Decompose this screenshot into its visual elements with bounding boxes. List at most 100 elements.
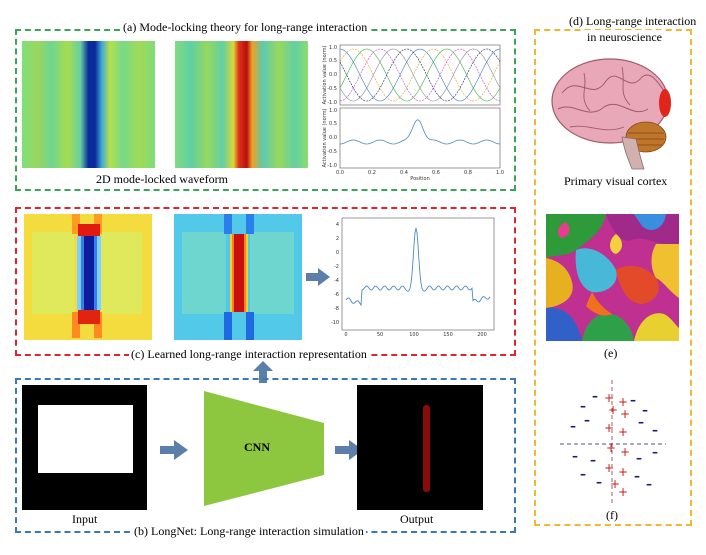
tick-label: 0.2 xyxy=(368,170,376,176)
tick-label: 1.0 xyxy=(496,170,504,176)
panel-a-title: (a) Mode-locking theory for long-range i… xyxy=(121,20,370,35)
sinusoid-line xyxy=(339,48,501,102)
learned-profile-xticks: 0 50 100 150 200 xyxy=(344,332,486,338)
output-label: Output xyxy=(400,512,434,526)
waveform-heatmap-red xyxy=(175,41,308,168)
tick-label: 0.0 xyxy=(329,72,337,78)
tick-label: -1.0 xyxy=(327,163,337,169)
mode-locked-plot-frame xyxy=(339,107,501,169)
minus-mark: – xyxy=(652,445,658,459)
tick-label: 0.4 xyxy=(400,170,408,176)
e-label: (e) xyxy=(604,346,618,360)
mode-locked-xticks: 0.0 0.2 0.4 0.6 0.8 1.0 xyxy=(336,170,504,176)
tick-label: 0.5 xyxy=(329,58,337,64)
tick-label: 100 xyxy=(409,332,419,338)
plus-mark: + xyxy=(620,407,630,421)
cnn-block xyxy=(204,391,324,506)
learned-profile-plot: 4 2 0 -2 -4 -6 -8 -10 0 50 100 150 200 xyxy=(331,217,495,338)
mode-locked-yticks: 1.0 0.5 0.0 -0.5 -1.0 xyxy=(327,108,337,169)
f-label: (f) xyxy=(606,508,618,522)
plus-mark: + xyxy=(618,485,628,499)
sinusoid-lines xyxy=(339,48,501,102)
sinusoid-plot-frame xyxy=(339,44,501,106)
sinusoid-line xyxy=(339,48,501,102)
learned-profile-line xyxy=(345,227,491,307)
tick-label: -0.5 xyxy=(327,149,337,155)
minus-mark: – xyxy=(638,415,644,429)
tick-label: 200 xyxy=(477,332,487,338)
arrow-right-icon xyxy=(306,268,330,286)
tick-label: 150 xyxy=(443,332,453,338)
tick-label: -8 xyxy=(334,306,339,312)
orientation-map xyxy=(546,214,679,341)
minus-mark: – xyxy=(580,399,586,413)
minus-mark: – xyxy=(646,477,652,491)
tick-label: -10 xyxy=(331,320,339,326)
minus-mark: – xyxy=(590,453,596,467)
cnn-label: CNN xyxy=(244,440,270,454)
tick-label: -0.5 xyxy=(327,86,337,92)
minus-mark: – xyxy=(642,403,648,417)
tick-label: 1.0 xyxy=(329,45,337,51)
tick-label: 0.6 xyxy=(432,170,440,176)
mode-locked-plot: 1.0 0.5 0.0 -0.5 -1.0 0.0 0.2 0.4 0.6 0.… xyxy=(322,107,504,182)
minus-mark: – xyxy=(652,423,658,437)
mode-locked-line xyxy=(339,119,501,145)
minus-mark: – xyxy=(584,413,590,427)
sinusoid-ylabel: Activation value (norm) xyxy=(322,46,328,105)
interaction-marks: ++++++++++++–––––––––––––––– xyxy=(570,389,658,499)
minus-mark: – xyxy=(596,475,602,489)
sinusoid-plot: 1.0 0.5 0.0 -0.5 -1.0 Activation value (… xyxy=(322,44,501,106)
output-red-bar xyxy=(423,405,430,492)
tick-label: 0 xyxy=(344,332,347,338)
tick-label: -1.0 xyxy=(327,100,337,106)
sinusoid-line xyxy=(339,48,501,102)
panel-a-caption: 2D mode-locked waveform xyxy=(96,172,228,186)
tick-label: 4 xyxy=(336,222,339,228)
plus-mark: + xyxy=(608,403,618,417)
visual-cortex-label: Primary visual cortex xyxy=(564,174,668,188)
tick-label: -2 xyxy=(334,264,339,270)
minus-mark: – xyxy=(630,393,636,407)
minus-mark: – xyxy=(636,451,642,465)
tick-label: 0 xyxy=(336,250,339,256)
tick-label: 50 xyxy=(377,332,383,338)
input-image xyxy=(22,385,147,510)
interaction-pattern: ++++++++++++–––––––––––––––– xyxy=(560,380,666,504)
plus-mark: + xyxy=(604,421,614,435)
waveform-heatmap-blue xyxy=(22,41,155,168)
learned-map-cyan xyxy=(174,214,302,340)
learned-profile-yticks: 4 2 0 -2 -4 -6 -8 -10 xyxy=(331,222,339,326)
tick-label: 0.0 xyxy=(336,170,344,176)
plus-mark: + xyxy=(618,425,628,439)
input-white-square xyxy=(38,405,133,473)
panel-d-title-line1: (d) Long-range interaction xyxy=(567,14,699,29)
minus-mark: – xyxy=(572,449,578,463)
tick-label: 2 xyxy=(336,236,339,242)
input-label: Input xyxy=(72,512,98,526)
arrow-right-icon xyxy=(160,440,188,460)
plus-mark: + xyxy=(604,461,614,475)
brain-illustration xyxy=(551,58,671,170)
mode-locked-xlabel: Position xyxy=(410,176,429,182)
minus-mark: – xyxy=(634,469,640,483)
plus-mark: + xyxy=(618,465,628,479)
output-image xyxy=(357,385,483,510)
tick-label: -4 xyxy=(334,278,339,284)
learned-profile-frame xyxy=(341,217,495,331)
plus-mark: + xyxy=(604,391,614,405)
tick-label: 0.8 xyxy=(464,170,472,176)
arrow-up-icon xyxy=(253,361,273,383)
tick-label: -6 xyxy=(334,292,339,298)
learned-map-yellow xyxy=(24,214,152,340)
tick-label: 1.0 xyxy=(329,108,337,114)
panel-d-title-line2: in neuroscience xyxy=(585,30,664,45)
panel-b-title: (b) LongNet: Long-range interaction simu… xyxy=(132,524,366,539)
minus-mark: – xyxy=(592,389,598,403)
plus-mark: + xyxy=(606,441,616,455)
plus-mark: + xyxy=(620,445,630,459)
tick-label: 0.5 xyxy=(329,121,337,127)
plus-mark: + xyxy=(618,395,628,409)
mode-locked-ylabel: Activation value (norm) xyxy=(322,109,328,168)
panel-c-caption: (c) Learned long-range interaction repre… xyxy=(129,347,369,362)
